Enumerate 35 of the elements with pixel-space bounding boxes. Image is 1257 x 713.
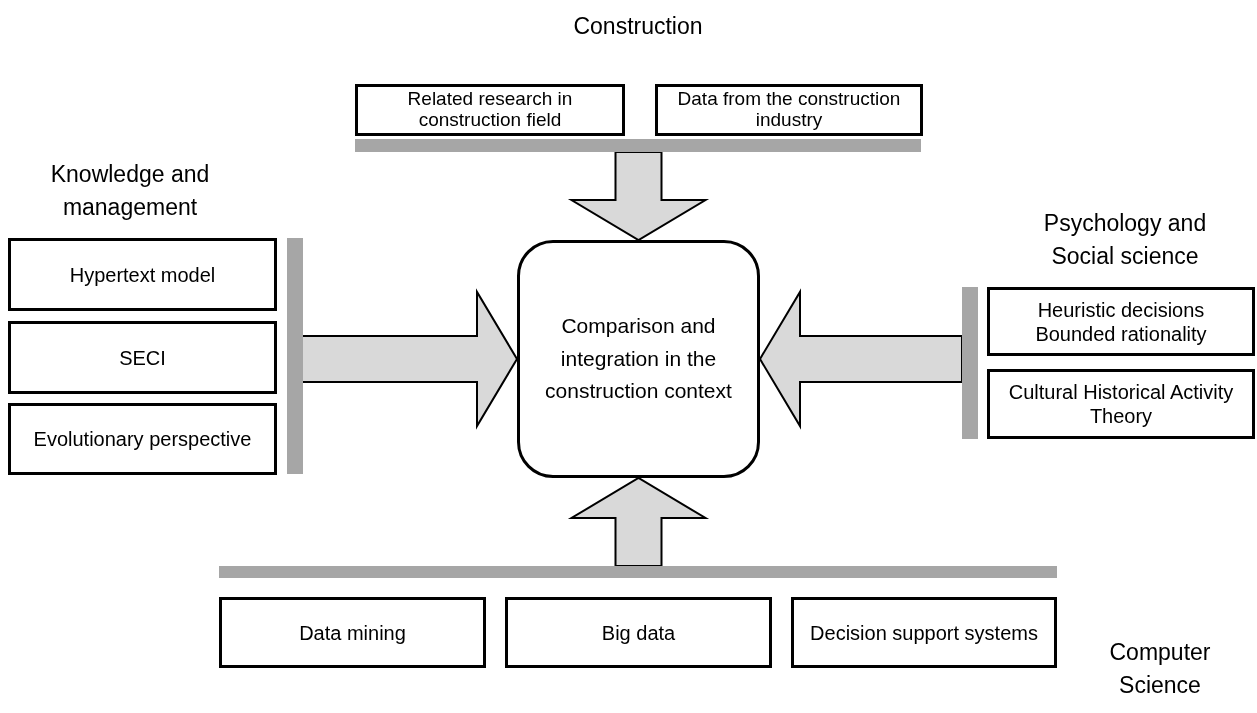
box-text: Heuristic decisions (1037, 297, 1205, 322)
box-text: Data mining (299, 620, 406, 645)
topic-box (8, 238, 277, 311)
group-heading: Psychology and Social science (1042, 209, 1208, 272)
group-heading: Computer Science (1108, 638, 1212, 701)
group-heading: Knowledge and management (49, 160, 211, 223)
group-heading: Construction (572, 12, 704, 41)
block-arrow (300, 288, 519, 430)
bar (962, 287, 978, 439)
box-text: Cultural Historical Activity Theory (1007, 380, 1235, 428)
topic-box (219, 597, 486, 668)
box-text: SECI (119, 345, 166, 370)
box-text: Evolutionary perspective (33, 427, 252, 451)
topic-box (8, 403, 277, 475)
topic-box (8, 321, 277, 394)
topic-box (791, 597, 1057, 668)
bar (219, 566, 1057, 578)
box-text: Comparison and integration in the construction context (544, 313, 733, 405)
topic-box (355, 84, 625, 136)
topic-box (987, 287, 1255, 356)
box-text: Hypertext model (69, 262, 216, 287)
bar (287, 238, 303, 474)
topic-box (655, 84, 923, 136)
box-text: Related research in construction field (406, 89, 574, 131)
box-text: Data from the construction industry (676, 89, 902, 131)
box-text: Bounded rationality (1035, 321, 1207, 346)
topic-box (987, 369, 1255, 439)
box-text: Decision support systems (810, 620, 1038, 645)
block-arrow (567, 151, 710, 242)
central-rounded-box (517, 240, 760, 478)
block-arrow (758, 288, 963, 430)
topic-box (505, 597, 772, 668)
bar (355, 139, 921, 152)
block-arrow (567, 476, 710, 567)
box-text: Big data (601, 620, 676, 645)
